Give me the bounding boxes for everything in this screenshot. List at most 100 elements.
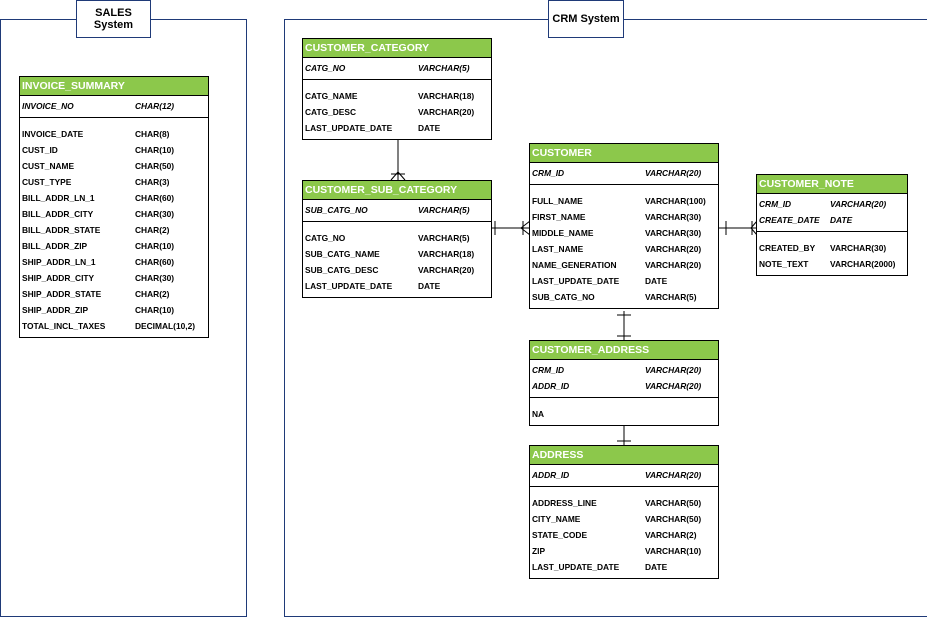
attribute-row: NA — [530, 406, 718, 422]
attribute-type: CHAR(30) — [135, 209, 175, 219]
attribute-type: VARCHAR(5) — [418, 63, 470, 73]
attribute-type: VARCHAR(20) — [645, 244, 702, 254]
attribute-name: MIDDLE_NAME — [532, 228, 594, 238]
attribute-type: CHAR(60) — [135, 193, 175, 203]
attribute-name: CUST_NAME — [22, 161, 75, 171]
attribute-type: VARCHAR(2) — [645, 530, 697, 540]
attribute-type: VARCHAR(30) — [645, 228, 702, 238]
primary-key-section: CATG_NO VARCHAR(5) — [303, 58, 491, 80]
attribute-row: CATG_NO VARCHAR(5) — [303, 60, 491, 76]
attribute-row: MIDDLE_NAME VARCHAR(30) — [530, 225, 718, 241]
attribute-name: SHIP_ADDR_ZIP — [22, 305, 89, 315]
attribute-type: CHAR(2) — [135, 225, 170, 235]
attribute-name: BILL_ADDR_STATE — [22, 225, 101, 235]
attribute-name: LAST_UPDATE_DATE — [532, 276, 620, 286]
attribute-row: STATE_CODE VARCHAR(2) — [530, 527, 718, 543]
attribute-type: VARCHAR(20) — [645, 470, 702, 480]
attribute-type: VARCHAR(20) — [645, 381, 702, 391]
attribute-name: CRM_ID — [532, 365, 565, 375]
attribute-type: VARCHAR(50) — [645, 514, 702, 524]
attribute-type: CHAR(3) — [135, 177, 170, 187]
attribute-type: CHAR(30) — [135, 273, 175, 283]
attribute-type: VARCHAR(20) — [645, 168, 702, 178]
rel-subcategory-crow-right — [397, 171, 406, 181]
attribute-name: INVOICE_DATE — [22, 129, 84, 139]
entity-title: CUSTOMER_NOTE — [757, 175, 907, 194]
attribute-type: VARCHAR(20) — [418, 107, 475, 117]
primary-key-section: CRM_ID VARCHAR(20) CREATE_DATE DATE — [757, 194, 907, 232]
attribute-name: LAST_UPDATE_DATE — [305, 281, 393, 291]
attribute-name: NAME_GENERATION — [532, 260, 617, 270]
attribute-name: SHIP_ADDR_CITY — [22, 273, 95, 283]
attribute-row: ADDR_ID VARCHAR(20) — [530, 378, 718, 394]
attribute-type: VARCHAR(20) — [830, 199, 887, 209]
attribute-name: SUB_CATG_DESC — [305, 265, 379, 275]
attribute-type: VARCHAR(20) — [645, 260, 702, 270]
entity-customer-note[interactable]: CUSTOMER_NOTE CRM_ID VARCHAR(20) CREATE_DAT… — [756, 174, 908, 276]
attribute-row: NAME_GENERATION VARCHAR(20) — [530, 257, 718, 273]
attribute-name: CATG_NO — [305, 233, 346, 243]
attribute-type: DECIMAL(10,2) — [135, 321, 196, 331]
attribute-row: TOTAL_INCL_TAXES DECIMAL(10,2) — [20, 318, 208, 334]
attribute-type: DATE — [830, 215, 853, 225]
sales-system-label-line1: SALES — [95, 7, 132, 19]
attribute-name: STATE_CODE — [532, 530, 588, 540]
entity-title: CUSTOMER_CATEGORY — [303, 39, 491, 58]
sales-system-label: SALES System — [76, 0, 151, 38]
attribute-row: CREATE_DATE DATE — [757, 212, 907, 228]
entity-title: CUSTOMER — [530, 144, 718, 163]
attribute-row: LAST_UPDATE_DATE DATE — [530, 273, 718, 289]
attribute-name: CRM_ID — [759, 199, 792, 209]
attribute-type: VARCHAR(30) — [830, 243, 887, 253]
attribute-name: SHIP_ADDR_STATE — [22, 289, 102, 299]
attribute-name: TOTAL_INCL_TAXES — [22, 321, 106, 331]
attribute-name: CATG_NO — [305, 63, 346, 73]
attributes-section: NA — [530, 398, 718, 425]
attribute-name: CREATE_DATE — [759, 215, 820, 225]
attribute-name: BILL_ADDR_LN_1 — [22, 193, 95, 203]
entity-title: INVOICE_SUMMARY — [20, 77, 208, 96]
attribute-name: NA — [532, 409, 545, 419]
attribute-type: DATE — [645, 276, 668, 286]
attribute-row: BILL_ADDR_LN_1 CHAR(60) — [20, 190, 208, 206]
attribute-name: ADDR_ID — [532, 381, 570, 391]
attribute-type: VARCHAR(18) — [418, 91, 475, 101]
attribute-name: LAST_UPDATE_DATE — [305, 123, 393, 133]
attribute-name: LAST_UPDATE_DATE — [532, 562, 620, 572]
attribute-name: FIRST_NAME — [532, 212, 586, 222]
attribute-type: VARCHAR(50) — [645, 498, 702, 508]
